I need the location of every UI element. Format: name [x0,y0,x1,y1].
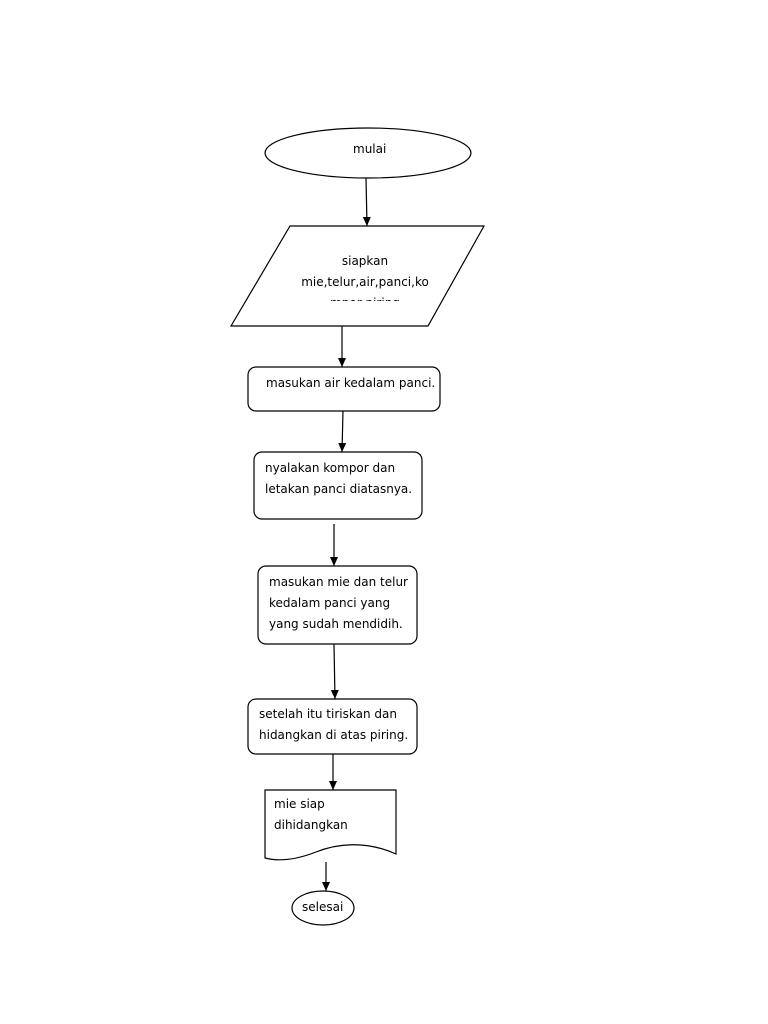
input-parallelogram [229,225,486,327]
step4-label-line-1: setelah itu tiriskan dan [259,707,397,721]
step4-label-line-2: hidangkan di atas piring. [259,728,409,742]
process-box-2 [253,451,423,520]
step3-label-line-1: masukan mie dan telur [269,575,408,589]
output-document [264,789,397,861]
output-label-line-1: mie siap [274,797,325,811]
start-label: mulai [353,142,387,156]
process-box-1 [247,366,441,412]
step2-label-line-2: letakan panci diatasnya. [265,482,413,496]
input-label-line-2: mie,telur,air,panci,ko [301,275,429,289]
arrow-start-to-input [362,177,371,227]
step4-label: setelah itu tiriskan dan hidangkan di at… [259,704,408,746]
output-label: mie siap dihidangkan [274,794,348,836]
step2-label: nyalakan kompor dan letakan panci diatas… [265,458,412,500]
step3-label-line-2: kedalam panci yang [269,596,391,610]
arrow-step1-to-step2 [338,410,347,453]
process-box-3 [257,565,418,645]
input-label: siapkan mie,telur,air,panci,ko mpor,piri… [295,251,435,301]
input-label-line-3: mpor,piring [295,293,435,301]
input-label-line-1: siapkan [341,254,389,268]
end-label: selesai [302,900,344,914]
arrow-step3-to-step4 [330,643,339,700]
step1-label: masukan air kedalam panci. [266,376,436,390]
output-label-line-2: dihidangkan [274,818,348,832]
end-terminator [291,890,355,926]
step2-label-line-1: nyalakan kompor dan [265,461,396,475]
step3-label: masukan mie dan telur kedalam panci yang… [269,572,408,635]
step3-label-line-3: yang sudah mendidih. [269,617,403,631]
start-terminator [264,127,472,179]
